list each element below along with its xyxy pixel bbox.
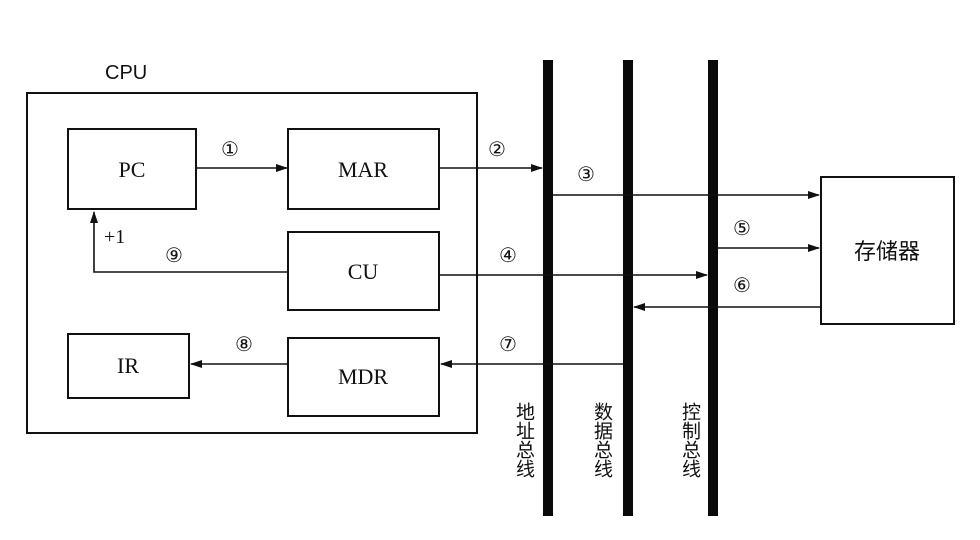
address-bus-label: 地址总线 (513, 402, 535, 478)
step-7: ⑦ (499, 332, 517, 356)
step-9: ⑨ (165, 243, 183, 267)
step-8: ⑧ (235, 332, 253, 356)
step-3: ③ (577, 162, 595, 186)
step-2: ② (488, 137, 506, 161)
step-1: ① (221, 137, 239, 161)
pc-label: PC (119, 157, 146, 182)
mdr-label: MDR (338, 364, 388, 389)
mar-box (287, 128, 440, 210)
step-5: ⑤ (733, 216, 751, 240)
ir-box (67, 333, 190, 399)
cu-box (287, 231, 440, 311)
cpu-title: CPU (105, 62, 147, 84)
arrow-9-cu-to-pc (90, 211, 288, 273)
ir-label: IR (117, 353, 139, 378)
step-6: ⑥ (733, 273, 751, 297)
cpu-frame (26, 92, 478, 434)
control-bus-label: 控制总线 (679, 402, 701, 478)
memory-label: 存储器 (854, 240, 920, 265)
cu-label: CU (348, 259, 379, 284)
step-4: ④ (499, 243, 517, 267)
data-bus-label: 数据总线 (591, 402, 613, 478)
memory-box (820, 176, 955, 325)
pc-increment-label: +1 (104, 226, 125, 248)
pc-box (67, 128, 197, 210)
mar-label: MAR (338, 157, 388, 182)
mdr-box (287, 337, 440, 417)
